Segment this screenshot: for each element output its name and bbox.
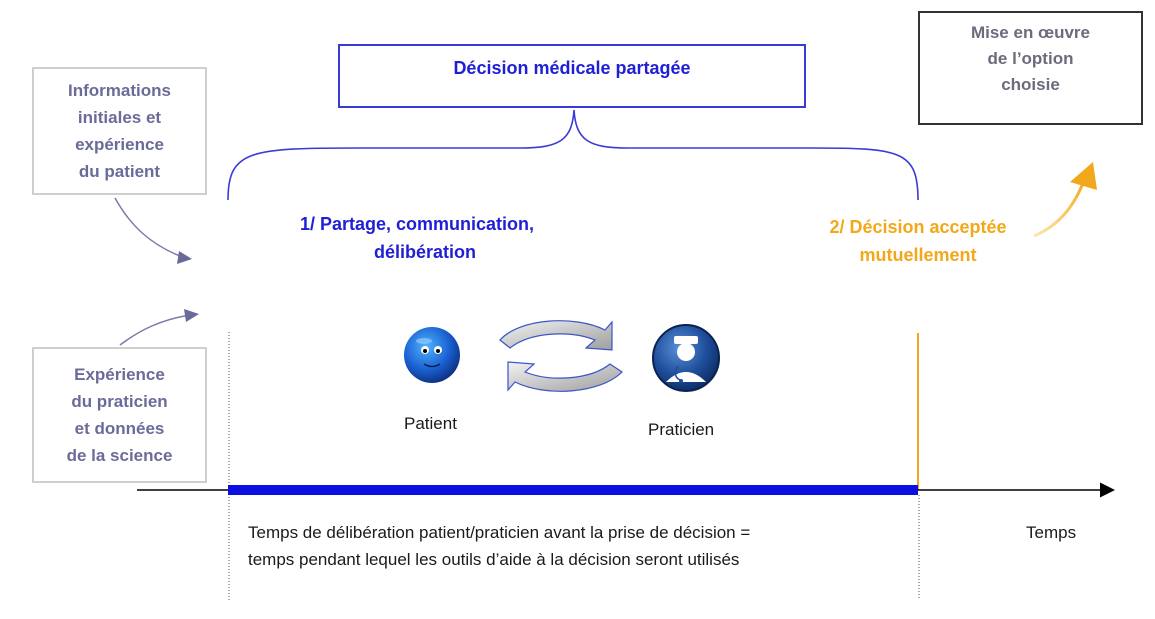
implementation-box: Mise en œuvre de l’option choisie (918, 11, 1143, 125)
brace (227, 109, 919, 201)
implementation-arrow (1033, 177, 1087, 238)
time-axis-label: Temps (1026, 523, 1077, 542)
praticien-label: Praticien (648, 420, 715, 439)
step2-line: mutuellement (859, 245, 977, 265)
experience-line: Expérience (74, 365, 165, 384)
caption-line: temps pendant lequel les outils d’aide à… (248, 550, 740, 569)
step1-label: 1/ Partage, communication, délibération (262, 210, 572, 266)
experience-line: du praticien (71, 392, 168, 411)
info-line: Informations (68, 81, 171, 100)
practitioner-experience-box: Expérience du praticien et données de la… (32, 347, 207, 483)
step2-line: 2/ Décision acceptée (829, 217, 1007, 237)
doctor-icon (652, 324, 720, 392)
mise-line: de l’option (987, 49, 1074, 68)
step1-line: 1/ Partage, communication, (299, 214, 535, 234)
info-line: du patient (78, 162, 161, 181)
patient-icon (404, 327, 460, 383)
caption-line: Temps de délibération patient/praticien … (248, 523, 751, 542)
info-arrow (114, 197, 186, 259)
step1-line: délibération (373, 242, 476, 262)
info-line: expérience (75, 135, 164, 154)
mise-line: Mise en œuvre (970, 23, 1091, 42)
page-title: Décision médicale partagée (453, 58, 691, 78)
experience-line: et données (74, 419, 165, 438)
info-line: initiales et (77, 108, 162, 127)
experience-line: de la science (66, 446, 173, 465)
step2-label: 2/ Décision acceptée mutuellement (800, 213, 1036, 269)
deliberation-caption: Temps de délibération patient/praticien … (248, 519, 750, 573)
shared-decision-title-box: Décision médicale partagée (338, 44, 806, 108)
deliberation-bar (228, 485, 918, 495)
patient-label: Patient (404, 414, 457, 433)
initial-information-box: Informations initiales et expérience du … (32, 67, 207, 195)
mise-line: choisie (1001, 75, 1060, 94)
cycle-arrows-icon (499, 320, 623, 392)
experience-arrow (119, 314, 191, 346)
